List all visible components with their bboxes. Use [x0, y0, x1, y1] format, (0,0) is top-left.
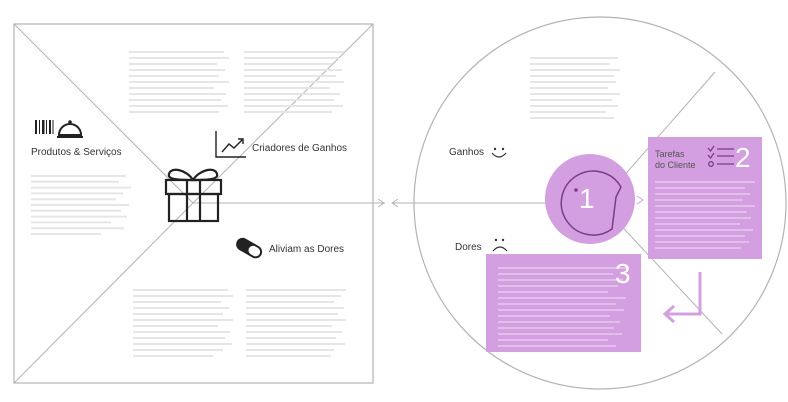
pain-relievers-label: Aliviam as Dores — [269, 244, 345, 255]
customer-jobs-box — [648, 137, 762, 259]
customer-profile — [391, 16, 787, 390]
chart-up-icon — [215, 131, 246, 158]
products-services-label: Produtos & Serviços — [31, 147, 122, 158]
arrow-right-icon — [377, 198, 385, 208]
placeholder-text-pain-relievers-2 — [246, 289, 346, 357]
value-map — [13, 23, 385, 384]
smile-icon — [491, 147, 507, 158]
placeholder-text-products — [31, 175, 131, 235]
gift-icon — [164, 168, 223, 223]
pill-icon — [236, 237, 263, 259]
customer-head-eye — [574, 188, 578, 192]
placeholder-text-gain-creators-1 — [129, 51, 229, 113]
step-number-3: 3 — [615, 258, 631, 289]
step-number-1: 1 — [579, 183, 595, 214]
diagonal-top-right — [192, 23, 374, 204]
return-arrow-icon — [662, 272, 702, 324]
arrow-to-jobs-icon — [636, 195, 644, 205]
frown-icon — [492, 238, 508, 252]
placeholder-text-jobs — [655, 181, 755, 249]
placeholder-text-pain-relievers-1 — [133, 289, 233, 357]
checklist-icon — [707, 145, 734, 167]
diagonal-bottom-left — [13, 202, 194, 384]
gains-label: Ganhos — [449, 147, 485, 158]
placeholder-text-gains — [530, 57, 620, 119]
barcode-cloche-icon — [35, 120, 83, 138]
placeholder-text-gain-creators-2 — [244, 51, 344, 113]
placeholder-text-pains — [498, 267, 628, 347]
customer-pains-box — [486, 254, 641, 352]
diagonal-top-left — [13, 23, 194, 204]
customer-head-icon — [560, 170, 622, 236]
jobs-label-line2: do Cliente — [655, 160, 696, 170]
pains-label: Dores — [455, 242, 482, 253]
arrow-left-icon — [391, 198, 399, 208]
step-number-2: 2 — [735, 142, 751, 173]
jobs-label-line1: Tarefas — [655, 149, 685, 159]
gain-creators-label: Criadores de Ganhos — [252, 143, 348, 154]
